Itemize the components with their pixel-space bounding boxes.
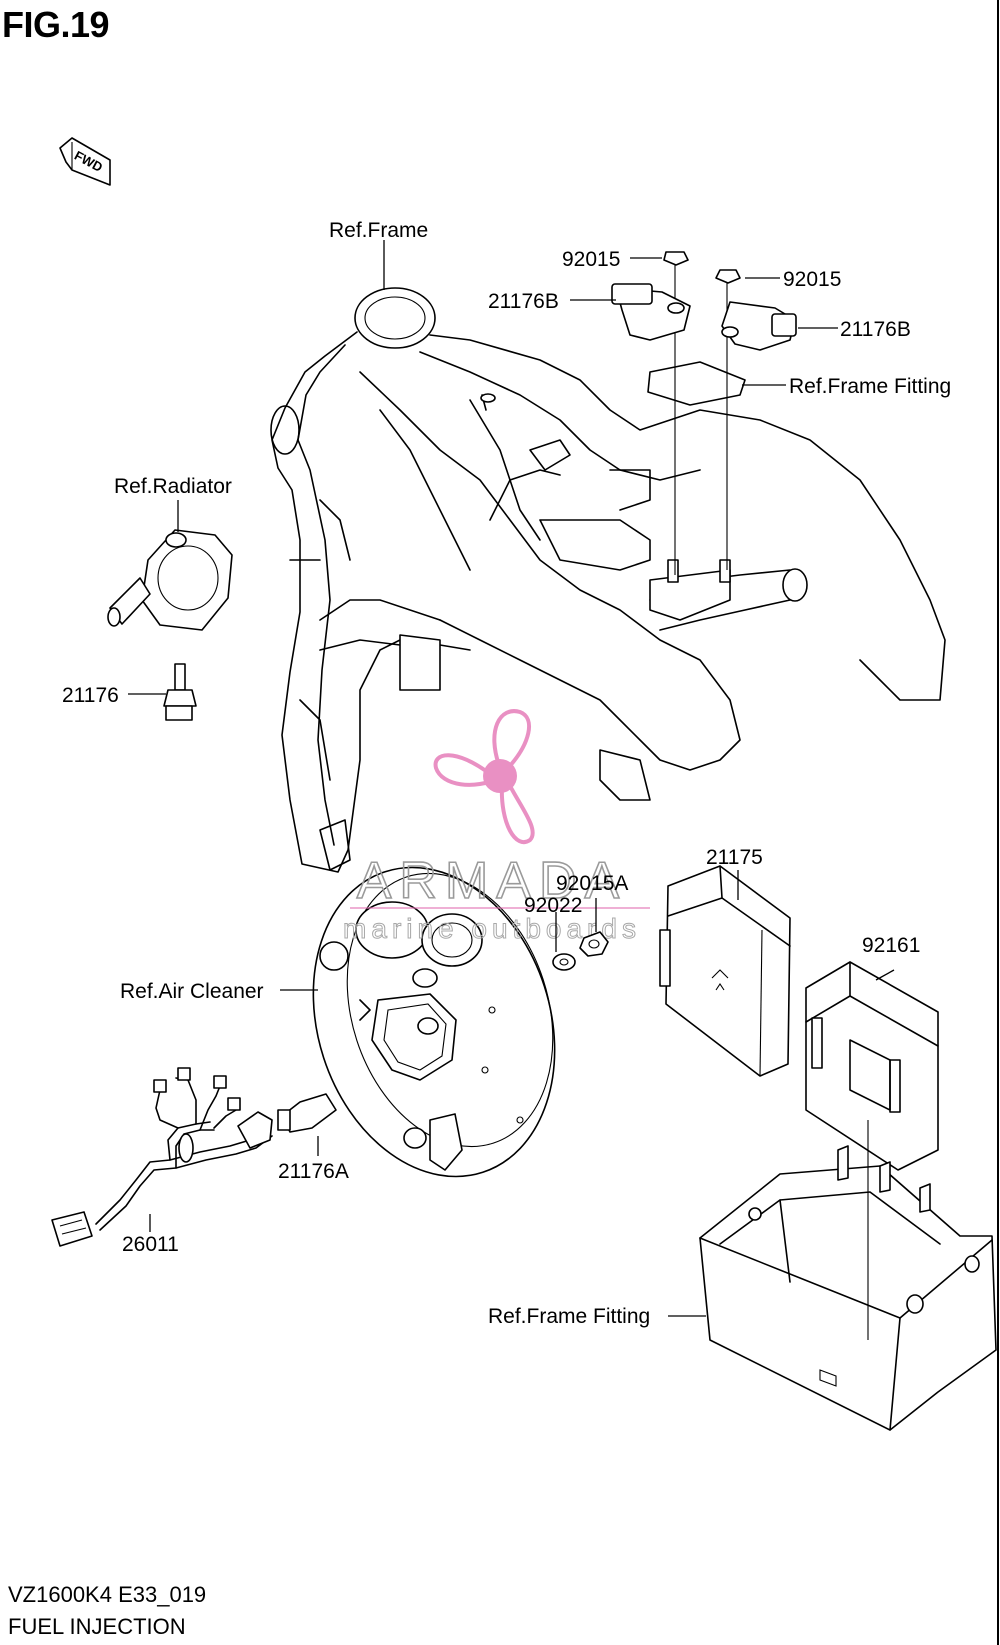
label-21176b-left: 21176B <box>488 290 559 313</box>
battery-case-drawing <box>699 1120 997 1431</box>
label-ref-frame: Ref.Frame <box>329 219 428 242</box>
sensor-mount-drawing <box>611 251 797 575</box>
fwd-arrow-icon: FWD <box>59 137 111 186</box>
label-26011: 26011 <box>122 1233 179 1256</box>
part-labels: Ref.Frame 92015 21176B 92015 21176B Ref.… <box>62 219 951 1328</box>
frame-drawing <box>270 287 946 873</box>
propeller-logo-icon <box>433 709 535 844</box>
air-cleaner-drawing <box>312 866 556 1178</box>
section-name: FUEL INJECTION <box>8 1614 186 1639</box>
page-border-right <box>997 0 999 1645</box>
figure-title: FIG.19 <box>2 4 110 45</box>
label-21175: 21175 <box>706 846 763 869</box>
model-code: VZ1600K4 E33_019 <box>8 1582 207 1607</box>
label-92015a: 92015A <box>556 872 628 895</box>
ecu-drawing <box>659 865 791 1077</box>
label-ref-frame-fitting-top: Ref.Frame Fitting <box>789 375 951 398</box>
harness-drawing <box>51 1067 337 1247</box>
leader-lines <box>128 240 895 1317</box>
label-21176: 21176 <box>62 684 119 707</box>
nut-washer-drawing <box>552 931 609 971</box>
label-21176a: 21176A <box>278 1160 349 1183</box>
radiator-fitting-drawing <box>107 529 233 721</box>
watermark: ARMADA marine outboards <box>343 709 650 945</box>
label-92015-right: 92015 <box>783 268 841 291</box>
label-ref-frame-fitting-bottom: Ref.Frame Fitting <box>488 1305 650 1328</box>
label-ref-radiator: Ref.Radiator <box>114 475 232 498</box>
label-ref-air-cleaner: Ref.Air Cleaner <box>120 980 264 1003</box>
watermark-brand: ARMADA <box>357 852 627 910</box>
label-92022: 92022 <box>524 894 582 917</box>
label-92161: 92161 <box>862 934 920 957</box>
label-21176b-right: 21176B <box>840 318 911 341</box>
label-92015-left: 92015 <box>562 248 620 271</box>
bracket-drawing <box>805 961 939 1171</box>
